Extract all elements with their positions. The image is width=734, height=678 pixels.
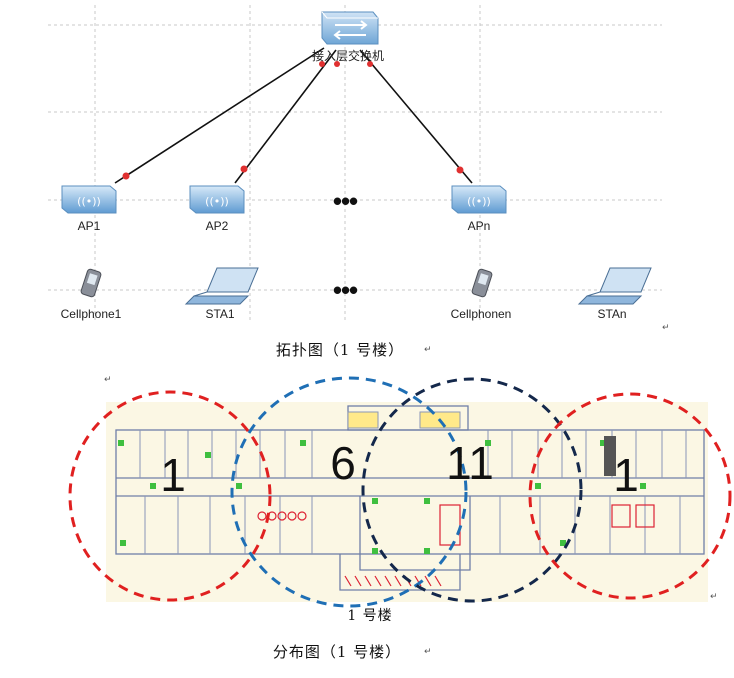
channel-label: 1	[160, 449, 186, 501]
laptop-icon	[184, 267, 259, 305]
svg-text:((•)): ((•))	[77, 195, 101, 208]
link-endpoints	[122, 61, 464, 180]
channel-label: 11	[446, 437, 494, 489]
return-mark: ↵	[104, 375, 112, 385]
floorplan-caption: 分布图（1 号楼）	[272, 643, 402, 661]
return-mark: ↵	[424, 647, 432, 657]
ap-label: AP1	[77, 219, 101, 233]
coverage-circle-ch11	[361, 377, 583, 603]
access-point-icon: ((•))	[61, 185, 117, 214]
floorplan-diagram	[68, 376, 732, 608]
device-label: Cellphonen	[450, 307, 512, 321]
link-ap2	[234, 49, 337, 184]
floorplan-details	[257, 504, 655, 587]
device-label: STA1	[205, 307, 235, 321]
topology-caption: 拓扑图（1 号楼）	[275, 341, 405, 359]
svg-text:((•)): ((•))	[467, 195, 491, 208]
coverage-circle-ch1-left	[68, 390, 272, 602]
ap-label: APn	[467, 219, 491, 233]
topology-diagram: ((•)) ((•)) ((•))	[48, 5, 662, 320]
return-mark: ↵	[424, 345, 432, 355]
channel-label: 1	[613, 449, 639, 501]
ellipsis: •••	[332, 186, 358, 216]
cellphone-icon	[80, 268, 102, 298]
coverage-circle-ch6	[230, 376, 468, 608]
switch-icon	[321, 11, 379, 45]
link-apn	[359, 49, 473, 184]
links	[114, 47, 473, 184]
coverage-circle-ch1-right	[528, 392, 732, 600]
device-label: Cellphone1	[60, 307, 122, 321]
svg-text:((•)): ((•))	[205, 195, 229, 208]
building-outline	[115, 405, 705, 591]
ap-label: AP2	[205, 219, 229, 233]
return-mark: ↵	[662, 323, 670, 333]
floorplan-background	[106, 402, 708, 602]
switch-label: 接入层交换机	[311, 49, 385, 63]
laptop-icon	[577, 267, 652, 305]
return-mark: ↵	[710, 592, 718, 602]
ellipsis: •••	[332, 275, 358, 305]
access-point-icon: ((•))	[451, 185, 507, 214]
channel-label: 6	[330, 437, 356, 489]
ap-markers	[118, 440, 646, 554]
device-label: STAn	[597, 307, 627, 321]
cellphone-icon	[471, 268, 493, 298]
link-ap1	[114, 47, 325, 184]
access-point-icon: ((•))	[189, 185, 245, 214]
building-label: 1 号楼	[347, 608, 393, 624]
